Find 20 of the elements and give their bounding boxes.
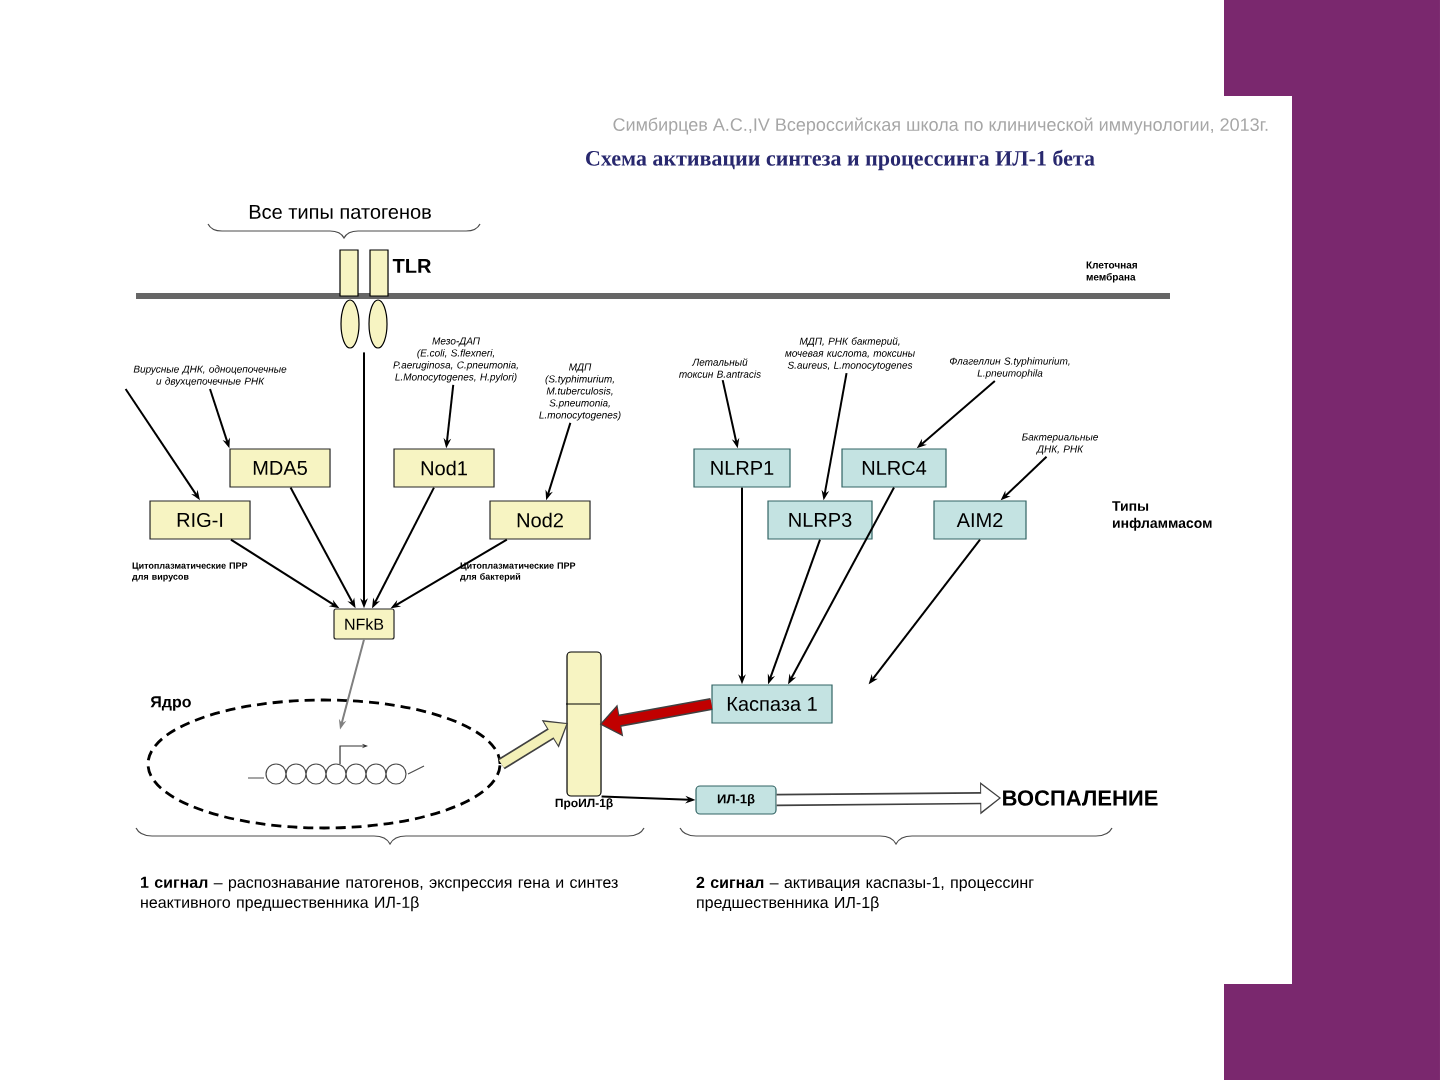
receptor-box: Nod1 xyxy=(393,448,495,488)
outcome-text: ВОСПАЛЕНИЕ xyxy=(1003,790,1158,806)
signal-description: 2 сигнал – активация каспазы-1, процессинг предшественника ИЛ-1β xyxy=(696,876,1034,912)
title: Схема активации синтеза и процессинга ИЛ-1 бета xyxy=(586,149,1095,171)
inflammasome-box: AIM2 xyxy=(933,500,1027,540)
inflammasome-box: Каспаза 1 xyxy=(711,684,833,724)
inflammasome-box: NLRP3 xyxy=(767,500,873,540)
gene-drawing xyxy=(247,743,425,785)
inflammasome-box: NLRP1 xyxy=(693,448,791,488)
receptor-box: MDA5 xyxy=(229,448,331,488)
receptor-box: Nod2 xyxy=(489,500,591,540)
inflammasome-box: NLRC4 xyxy=(841,448,947,488)
receptor-drawing xyxy=(339,249,389,349)
signal-description: 1 сигнал – распознавание патогенов, экспрессия гена и синтез неактивного предшественника ИЛ-1β xyxy=(141,876,618,912)
group-label: Все типы патогенов xyxy=(249,205,431,219)
factor-box: NFkB xyxy=(333,608,395,640)
receptor-box: RIG-I xyxy=(149,500,251,540)
source-note: Симбирцев А.С.,IV Всероссийская школа по клинической иммунологии, 2013г. xyxy=(613,117,1268,135)
precursor-bar xyxy=(565,651,602,797)
part-label: TLR xyxy=(392,259,432,273)
